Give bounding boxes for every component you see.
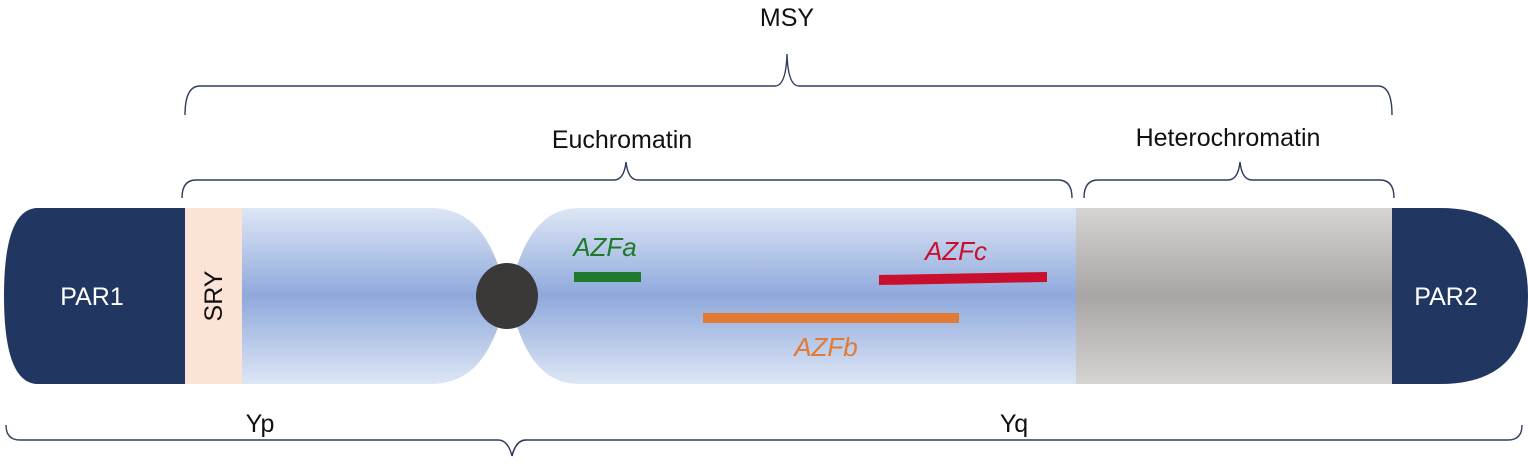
long-arm-euchromatin: [508, 208, 1076, 384]
sry-segment: [185, 208, 242, 384]
par1-segment: [4, 208, 185, 384]
sry-label: SRY: [200, 270, 228, 321]
msy-brace: [184, 53, 1393, 116]
par2-label: PAR2: [1414, 283, 1477, 311]
azfb-bar: [703, 313, 959, 323]
euchromatin-brace: [181, 161, 1073, 199]
azfa-bar: [574, 272, 641, 282]
par2-segment: [1392, 208, 1528, 384]
par1-label: PAR1: [60, 283, 123, 311]
heterochromatin-segment: [1076, 208, 1392, 384]
yp-label: Yp: [246, 410, 275, 438]
azfb-label: AZFb: [792, 332, 858, 362]
azfc-bar: [879, 272, 1047, 285]
heterochromatin-brace: [1083, 161, 1395, 199]
centromere: [476, 263, 538, 329]
azfc-label: AZFc: [923, 236, 987, 266]
yq-label: Yq: [1000, 410, 1028, 438]
msy-label: MSY: [760, 4, 815, 32]
azfa-label: AZFa: [571, 232, 637, 262]
euchromatin-label: Euchromatin: [552, 126, 692, 154]
short-arm-euchromatin: [242, 208, 508, 384]
yq-brace: [511, 424, 1523, 457]
heterochromatin-label: Heterochromatin: [1136, 124, 1321, 152]
